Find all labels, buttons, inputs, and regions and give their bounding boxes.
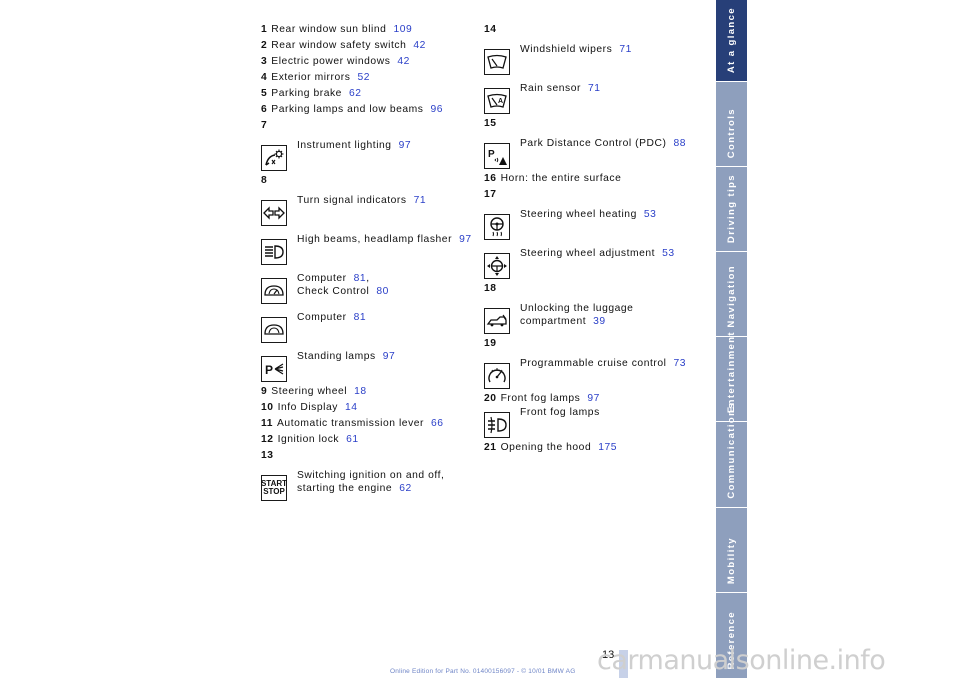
list-item: 7 xyxy=(261,120,268,131)
pdc-icon: P xyxy=(484,143,510,169)
high-beam-icon xyxy=(261,239,287,265)
icon-item: Front fog lamps xyxy=(484,401,699,440)
svg-text:A: A xyxy=(498,98,504,105)
page-reference-link[interactable]: 81 xyxy=(353,273,367,284)
list-item: 13 xyxy=(261,450,274,461)
page-reference-link[interactable]: 39 xyxy=(593,316,606,327)
footer-text: Online Edition for Part No. 01400156097 … xyxy=(390,668,576,675)
page-reference-link[interactable]: 62 xyxy=(399,483,412,494)
page-marker-bar xyxy=(619,650,628,678)
page-reference-link[interactable]: 42 xyxy=(397,56,410,67)
icon-item: P Park Distance Control (PDC)88 xyxy=(484,132,699,171)
page-reference-link[interactable]: 61 xyxy=(346,434,359,445)
page-reference-link[interactable]: 73 xyxy=(673,358,687,369)
page-reference-link[interactable]: 18 xyxy=(354,386,367,397)
list-item: 19 xyxy=(484,338,497,349)
rain-sensor-icon: A xyxy=(484,88,510,114)
instrument-lighting-icon xyxy=(261,145,287,171)
page-reference-link[interactable]: 81 xyxy=(353,312,367,323)
page-reference-link[interactable]: 71 xyxy=(588,83,601,94)
tab-entertainment[interactable]: Entertainment xyxy=(716,331,747,422)
computer-icon xyxy=(261,317,287,343)
tab-mobility[interactable]: Mobility xyxy=(716,508,747,593)
page-reference-link[interactable]: 52 xyxy=(357,72,371,83)
page-reference-link[interactable]: 66 xyxy=(431,418,444,429)
list-item: 17 xyxy=(484,189,497,200)
tab-communications[interactable]: Communications xyxy=(716,402,747,508)
page-reference-link[interactable]: 14 xyxy=(344,402,358,413)
list-item: 8 xyxy=(261,175,268,186)
page-reference-link[interactable]: 80 xyxy=(376,286,389,297)
steering-wheel-adjustment-icon xyxy=(484,253,510,279)
page-reference-link[interactable]: 62 xyxy=(348,88,362,99)
page-reference-link[interactable]: 175 xyxy=(598,442,618,453)
standing-lamps-icon: P xyxy=(261,356,287,382)
tab-controls[interactable]: Controls xyxy=(716,82,747,167)
cruise-control-icon xyxy=(484,363,510,389)
page-reference-link[interactable]: 96 xyxy=(430,104,444,115)
page-reference-link[interactable]: 97 xyxy=(459,234,472,245)
page-reference-link[interactable]: 109 xyxy=(393,24,413,35)
page-reference-link[interactable]: 71 xyxy=(413,195,427,206)
page-reference-link[interactable]: 88 xyxy=(673,138,687,149)
turn-signal-icon xyxy=(261,200,287,226)
page-reference-link[interactable]: 53 xyxy=(662,248,675,259)
steering-wheel-heating-icon xyxy=(484,214,510,240)
front-fog-lamps-icon xyxy=(484,412,510,438)
tab-driving-tips[interactable]: Driving tips xyxy=(716,167,747,252)
list-item: 14 xyxy=(484,24,497,35)
list-item: 18 xyxy=(484,283,497,294)
page-reference-link[interactable]: 42 xyxy=(413,40,426,51)
page-reference-link[interactable]: 97 xyxy=(587,393,600,404)
svg-text:P: P xyxy=(265,363,274,377)
page-reference-link[interactable]: 97 xyxy=(398,140,412,151)
list-item: 15 xyxy=(484,118,497,129)
watermark: carmanualsonline.info xyxy=(597,645,886,676)
page-reference-link[interactable]: 71 xyxy=(619,44,632,55)
luggage-compartment-icon xyxy=(484,308,510,334)
page-reference-link[interactable]: 53 xyxy=(643,209,657,220)
svg-text:P: P xyxy=(488,149,495,160)
page-reference-link[interactable]: 97 xyxy=(382,351,396,362)
windshield-wipers-icon xyxy=(484,49,510,75)
page-number: 13 xyxy=(602,649,615,661)
tab-navigation[interactable]: Navigation xyxy=(716,252,747,337)
chapter-sidebar: At a glance Controls Driving tips Naviga… xyxy=(716,0,747,678)
computer-check-control-icon xyxy=(261,278,287,304)
tab-at-a-glance[interactable]: At a glance xyxy=(716,0,747,82)
